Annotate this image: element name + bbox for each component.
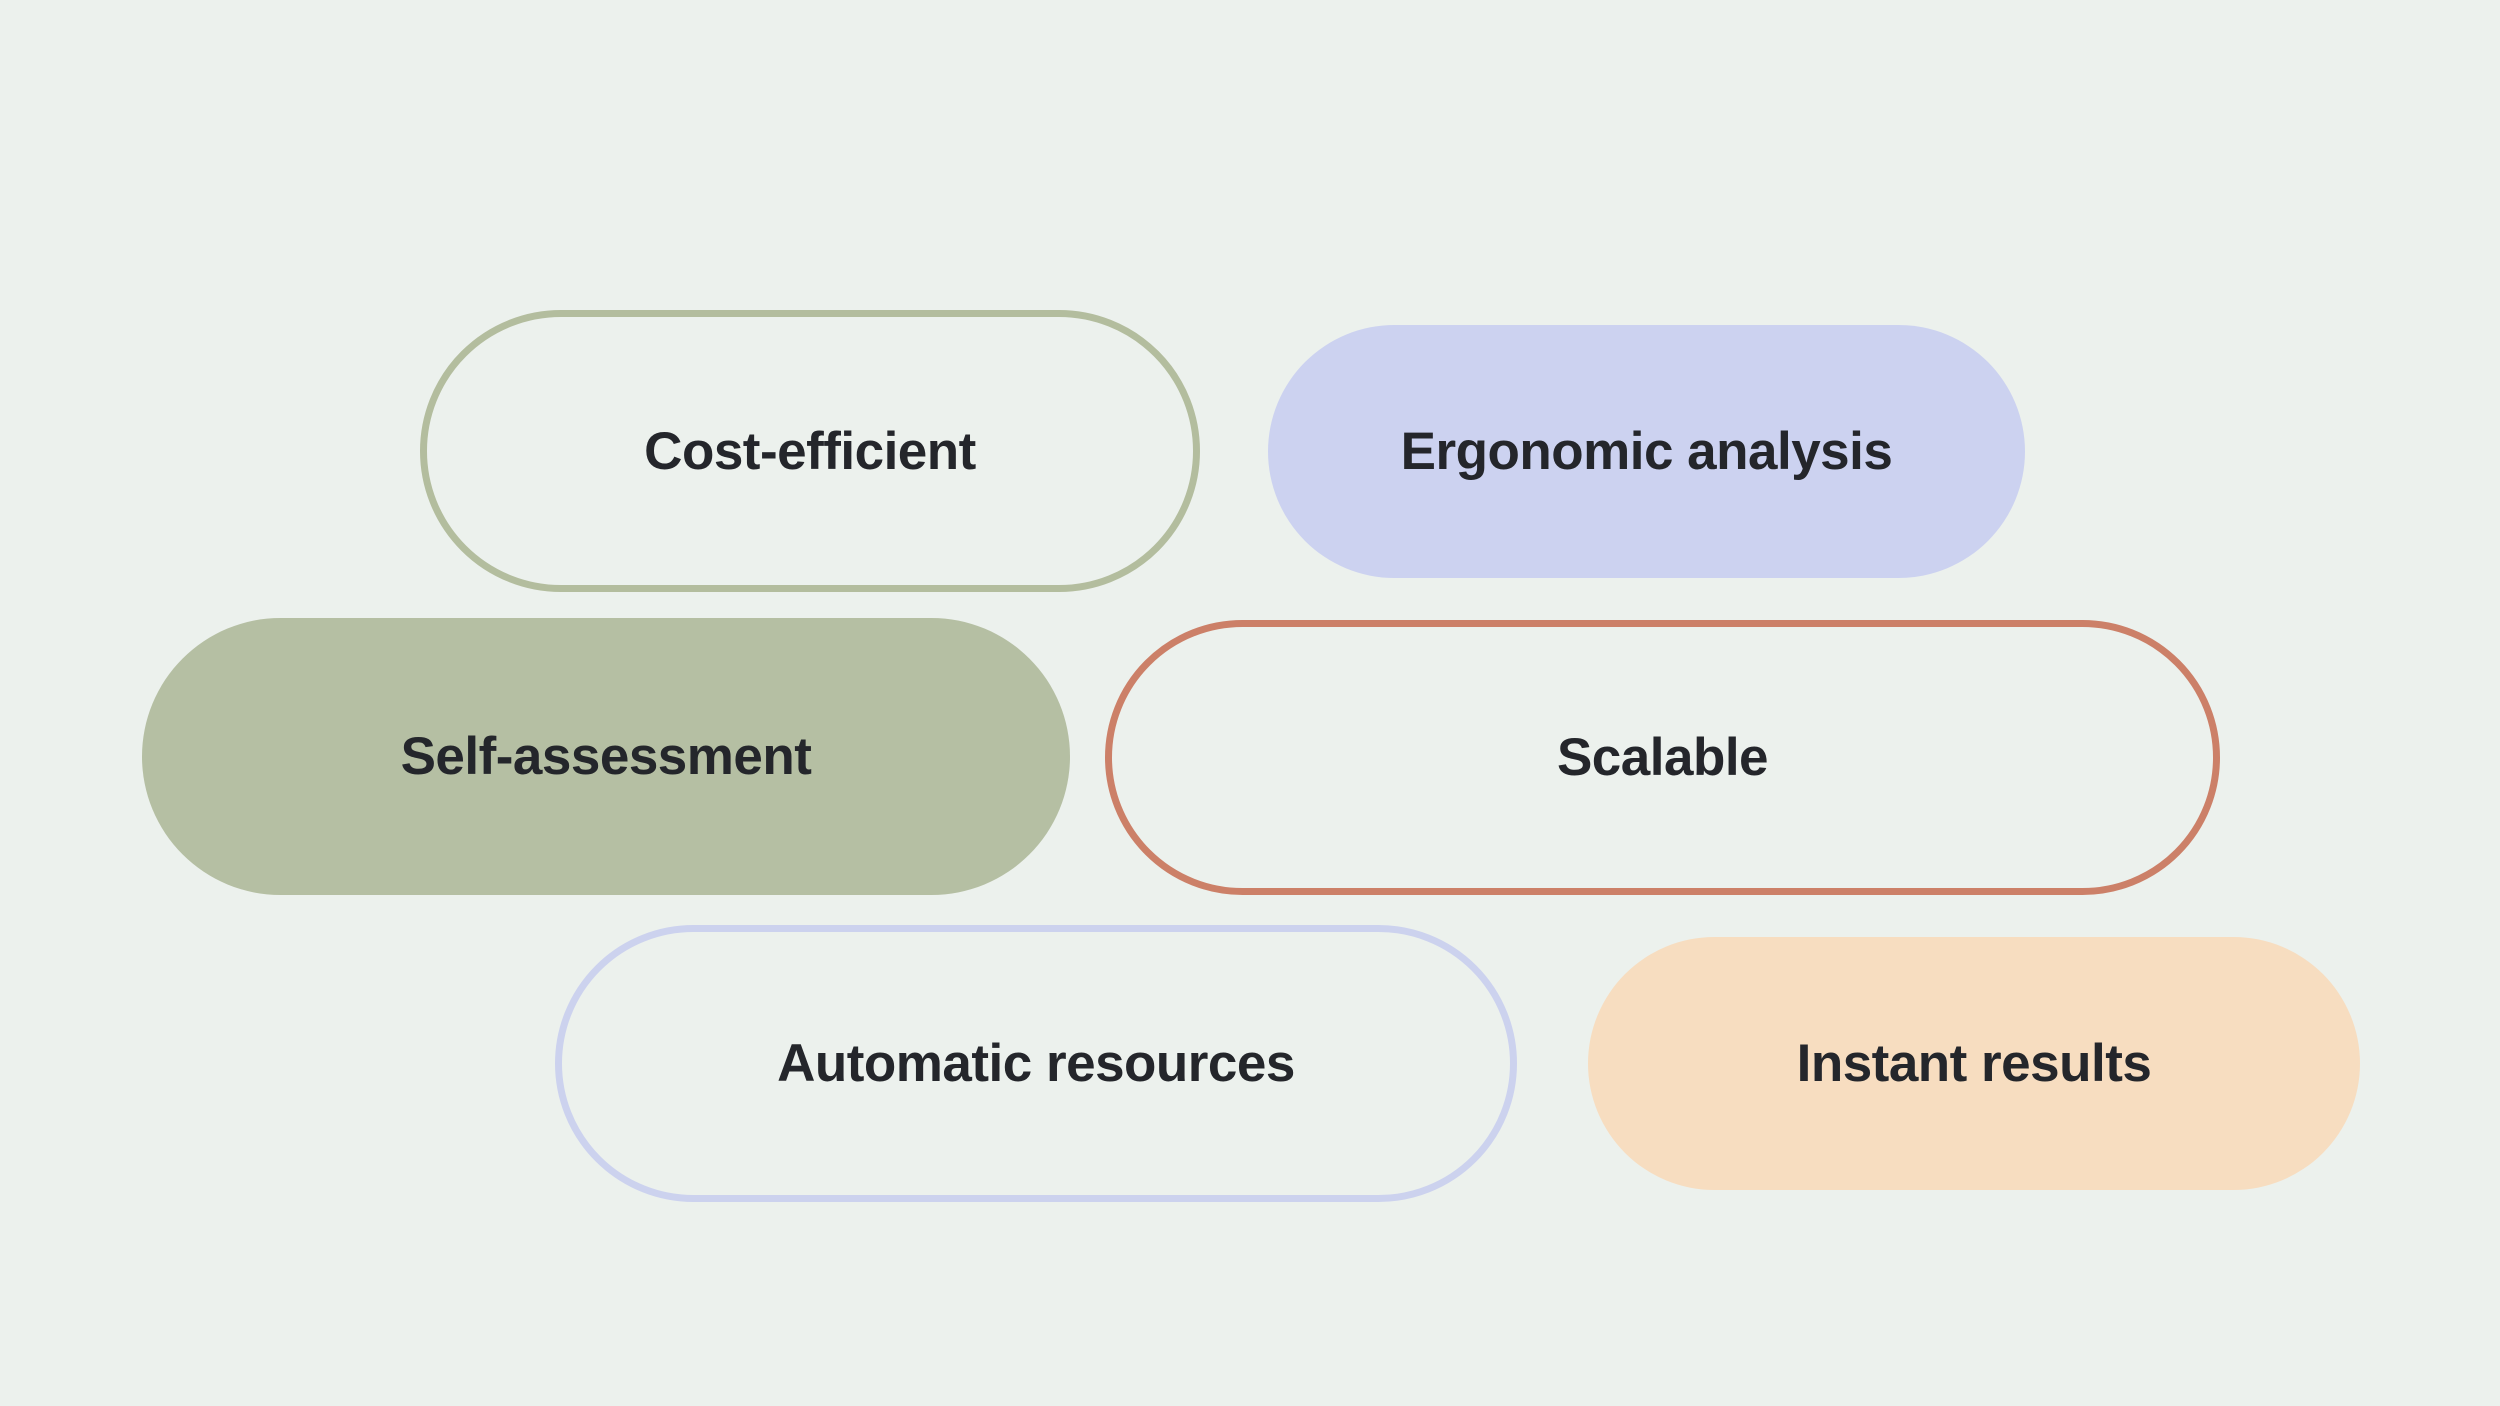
- pill-cost-efficient[interactable]: Cost-efficient: [420, 310, 1200, 592]
- pill-instant-results[interactable]: Instant results: [1588, 937, 2360, 1190]
- pill-label-scalable: Scalable: [1556, 728, 1769, 787]
- pill-scalable[interactable]: Scalable: [1105, 620, 2220, 895]
- pill-label-instant-results: Instant results: [1796, 1034, 2152, 1093]
- pill-label-automatic-resources: Automatic resources: [777, 1034, 1295, 1093]
- pill-self-assessment[interactable]: Self-assessment: [142, 618, 1070, 895]
- pill-ergonomic-analysis[interactable]: Ergonomic analysis: [1268, 325, 2025, 578]
- pill-automatic-resources[interactable]: Automatic resources: [555, 925, 1517, 1202]
- pill-label-cost-efficient: Cost-efficient: [644, 421, 976, 481]
- pill-label-self-assessment: Self-assessment: [400, 727, 812, 786]
- pill-label-ergonomic-analysis: Ergonomic analysis: [1400, 422, 1893, 481]
